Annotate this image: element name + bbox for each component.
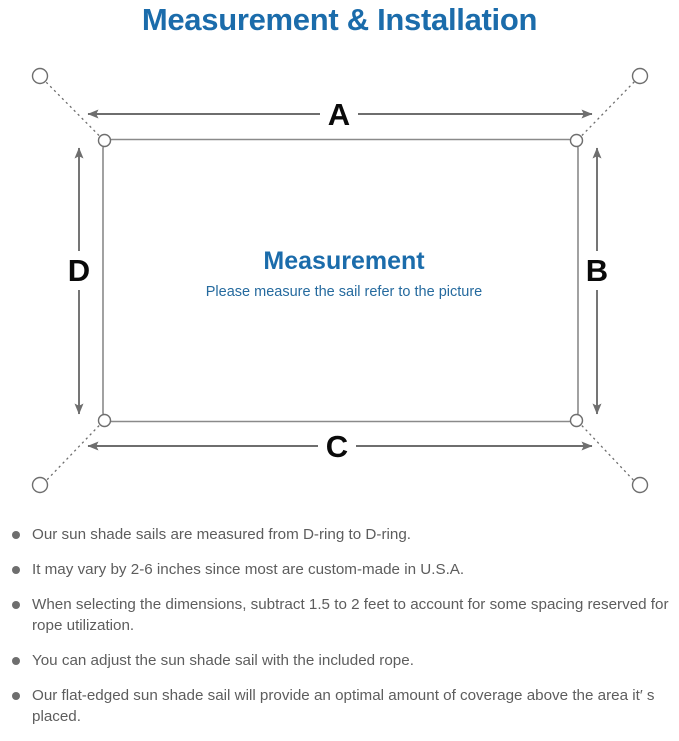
note-text: You can adjust the sun shade sail with t… [32, 652, 414, 669]
list-item: Our sun shade sails are measured from D-… [0, 524, 679, 545]
sail-rectangle [102, 138, 579, 423]
list-item: Our flat-edged sun shade sail will provi… [0, 685, 679, 727]
anchor-post-bottom-left [31, 476, 49, 494]
dimension-label-a: A [328, 97, 350, 132]
rope-bottom-left [41, 421, 104, 486]
note-text: Our flat-edged sun shade sail will provi… [32, 687, 655, 725]
bullet-icon [12, 692, 20, 700]
bullet-icon [12, 601, 20, 609]
d-ring-top-left [97, 133, 112, 148]
note-text: It may vary by 2-6 inches since most are… [32, 561, 465, 578]
note-text: Our sun shade sails are measured from D-… [32, 526, 411, 543]
page-title: Measurement & Installation [141, 2, 538, 37]
d-ring-bottom-left [97, 413, 112, 428]
diagram-center-title: Measurement [263, 247, 425, 275]
anchor-post-bottom-right [631, 476, 649, 494]
sail-measurement-diagram: A C D B Measurement Please measure the s… [0, 48, 679, 518]
anchor-post-top-left [31, 67, 49, 85]
dimension-label-c: C [326, 429, 348, 464]
list-item: It may vary by 2-6 inches since most are… [0, 559, 679, 580]
notes-list: Our sun shade sails are measured from D-… [0, 524, 679, 741]
anchor-post-top-right [631, 67, 649, 85]
list-item: You can adjust the sun shade sail with t… [0, 650, 679, 671]
bullet-icon [12, 566, 20, 574]
dimension-label-b: B [586, 253, 608, 288]
rope-bottom-right [577, 421, 639, 486]
d-ring-top-right [569, 133, 584, 148]
d-ring-bottom-right [569, 413, 584, 428]
diagram-center-subtitle: Please measure the sail refer to the pic… [206, 284, 482, 300]
bullet-icon [12, 657, 20, 665]
rope-top-left [41, 77, 104, 140]
bullet-icon [12, 531, 20, 539]
rope-top-right [577, 77, 639, 140]
dimension-label-d: D [68, 253, 90, 288]
note-text: When selecting the dimensions, subtract … [32, 596, 669, 634]
list-item: When selecting the dimensions, subtract … [0, 594, 679, 636]
